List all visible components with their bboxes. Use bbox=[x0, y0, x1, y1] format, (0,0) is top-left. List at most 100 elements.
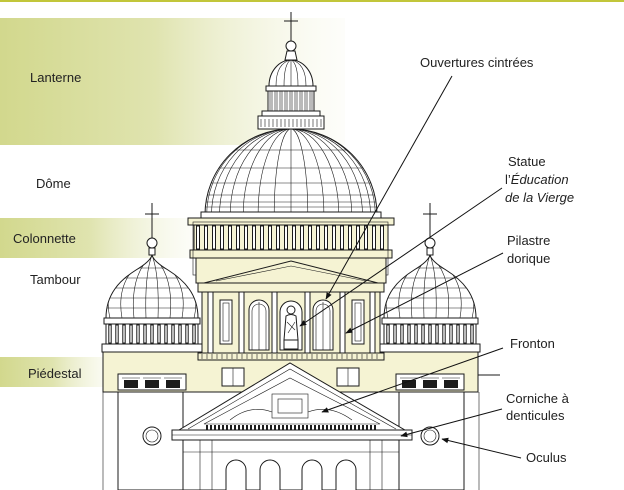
denticule bbox=[238, 425, 240, 430]
side-dome-ring bbox=[103, 317, 201, 325]
drum-column bbox=[260, 225, 264, 250]
right-labels: Ouvertures cintrées Statue l’Éducation d… bbox=[420, 55, 574, 465]
denticule bbox=[358, 425, 360, 430]
denticule bbox=[298, 425, 300, 430]
label-colonnette: Colonnette bbox=[13, 231, 76, 246]
pilaster bbox=[369, 291, 376, 354]
statue-drapery bbox=[286, 321, 296, 334]
portal-arch bbox=[225, 459, 247, 490]
label-ouvertures: Ouvertures cintrées bbox=[420, 55, 534, 70]
drum-column bbox=[380, 225, 384, 250]
denticule bbox=[374, 425, 376, 430]
leader-lines bbox=[299, 75, 522, 459]
oculus-left bbox=[142, 426, 162, 446]
statue-body bbox=[283, 314, 299, 341]
drum-columns bbox=[196, 225, 384, 250]
drum-cornice bbox=[187, 217, 395, 226]
lantern-finial-ball bbox=[285, 40, 297, 52]
side-column bbox=[136, 324, 140, 344]
drum-column bbox=[364, 225, 368, 250]
label-pilastre-line1: Pilastre bbox=[507, 233, 550, 248]
fronton-tympanum bbox=[203, 377, 381, 425]
side-dome-base bbox=[101, 343, 203, 353]
pilaster bbox=[339, 291, 346, 354]
leader-oculus bbox=[441, 437, 522, 459]
side-column bbox=[185, 324, 189, 344]
denticule bbox=[334, 425, 336, 430]
drum-column bbox=[220, 225, 224, 250]
lantern-finial-stem bbox=[284, 50, 298, 61]
denticule bbox=[294, 425, 296, 430]
rect-window-left bbox=[219, 299, 233, 345]
lantern-rib bbox=[290, 59, 307, 87]
rect-window-right bbox=[351, 299, 365, 345]
denticule bbox=[290, 425, 292, 430]
drum-column bbox=[204, 225, 208, 250]
main-dome-rib bbox=[257, 129, 292, 215]
denticule bbox=[254, 425, 256, 430]
lantern-base bbox=[257, 115, 325, 130]
drum-column bbox=[236, 225, 240, 250]
denticule bbox=[330, 425, 332, 430]
pilaster bbox=[207, 291, 214, 354]
denticule bbox=[354, 425, 356, 430]
denticule bbox=[234, 425, 236, 430]
denticule bbox=[366, 425, 368, 430]
pilaster bbox=[238, 291, 245, 354]
denticule bbox=[306, 425, 308, 430]
building bbox=[101, 12, 500, 490]
main-dome-rib bbox=[242, 129, 292, 215]
denticule bbox=[338, 425, 340, 430]
denticule bbox=[342, 425, 344, 430]
side-column bbox=[164, 324, 168, 344]
side-column bbox=[108, 324, 112, 344]
denticule bbox=[230, 425, 232, 430]
denticule bbox=[318, 425, 320, 430]
label-corniche-line1: Corniche à bbox=[506, 391, 570, 406]
fronton bbox=[171, 362, 413, 441]
denticule bbox=[278, 425, 280, 430]
denticule bbox=[346, 425, 348, 430]
drum-column bbox=[252, 225, 256, 250]
drum-column bbox=[212, 225, 216, 250]
denticule bbox=[210, 425, 212, 430]
denticule bbox=[246, 425, 248, 430]
pilasters bbox=[207, 291, 376, 354]
label-fronton: Fronton bbox=[510, 336, 555, 351]
denticule bbox=[322, 425, 324, 430]
denticule bbox=[314, 425, 316, 430]
label-statue-title: Éducation bbox=[511, 172, 569, 187]
side-column bbox=[150, 324, 154, 344]
side-column bbox=[192, 324, 196, 344]
drum-column bbox=[300, 225, 304, 250]
drum-column bbox=[332, 225, 336, 250]
drum bbox=[187, 217, 395, 276]
oculus-right bbox=[420, 426, 440, 446]
lantern-ring bbox=[265, 85, 317, 92]
label-corniche-line2: denticules bbox=[506, 408, 565, 423]
lantern-rib bbox=[283, 59, 292, 87]
drum-column bbox=[340, 225, 344, 250]
drum-column bbox=[292, 225, 296, 250]
side-finial-ball bbox=[146, 237, 158, 249]
leader-ouvertures bbox=[325, 75, 453, 300]
main-dome-base-ring bbox=[200, 211, 382, 219]
main-dome-rib bbox=[290, 129, 340, 215]
side-finial-stem bbox=[148, 247, 156, 256]
lantern-rib bbox=[275, 59, 292, 87]
denticule bbox=[362, 425, 364, 430]
tympanum-scroll-left bbox=[229, 409, 273, 421]
drum-base bbox=[189, 249, 393, 259]
main-dome-ribs bbox=[205, 129, 377, 215]
drum-column bbox=[268, 225, 272, 250]
portal-facade bbox=[182, 439, 400, 490]
drum-column bbox=[244, 225, 248, 250]
denticule bbox=[310, 425, 312, 430]
label-oculus: Oculus bbox=[526, 450, 567, 465]
upper-facade bbox=[195, 257, 387, 361]
denticule bbox=[274, 425, 276, 430]
drum-column bbox=[316, 225, 320, 250]
statue-pedestal bbox=[283, 339, 299, 350]
